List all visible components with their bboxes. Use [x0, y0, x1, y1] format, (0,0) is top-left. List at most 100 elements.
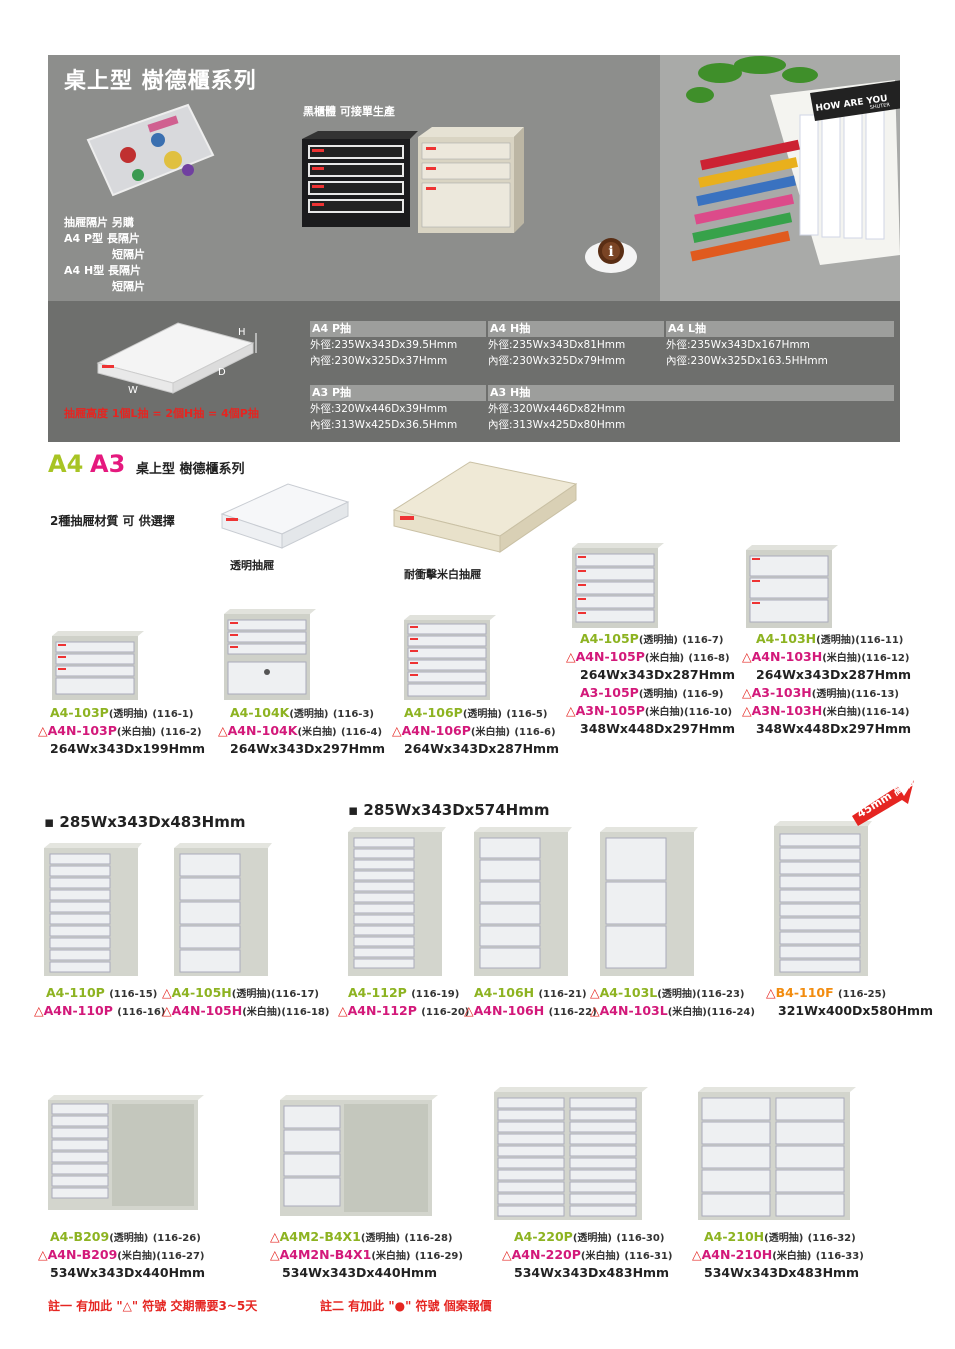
spec-outer: 外徑:320Wx446Dx39Hmm [310, 403, 448, 415]
product-block-a4-106p: A4-106P(透明抽) (116-5) [404, 705, 548, 720]
product-name: A4-112P [348, 985, 407, 1000]
product-name: A4N-110P [43, 1003, 113, 1018]
product-block-a4-112p: A4-112P (116-19) [348, 985, 460, 1000]
product-block-a4-103l: △A4-103L(透明抽)(116-23) [590, 985, 745, 1000]
spec-head: A4 H抽 [488, 321, 664, 337]
product-name: A4M2N-B4X1 [279, 1247, 372, 1262]
product-block-a4-103p: A4-103P(透明抽) (116-1) [50, 705, 194, 720]
product-name: A4-104K [230, 705, 290, 720]
spec-col-a4l: A4 L抽 外徑:235Wx343Dx167Hmm 內徑:230Wx325Dx1… [666, 321, 894, 369]
product-block-a4-103h: A4-103H(透明抽)(116-11) [756, 631, 904, 646]
cabinet-a4m2-b4x1 [280, 1095, 438, 1216]
cabinet-a4-210h [698, 1087, 856, 1220]
product-block-a4n-105h: △A4N-105H(米白抽)(116-18) [162, 1003, 330, 1018]
product-block-a4-220p: A4-220P(透明抽) (116-30) [514, 1229, 665, 1244]
cabinet-a4-112p [348, 827, 446, 976]
divider-tray-photo [86, 103, 215, 197]
product-name: A4N-106P [401, 723, 471, 738]
product-block-a4n-103p: △A4N-103P(米白抽) (116-2) [38, 723, 202, 738]
product-block-a4n-220p: △A4N-220P(米白抽) (116-31) [502, 1247, 673, 1262]
divider-label-line: A4 P型 長隔片 [64, 232, 140, 245]
product-block-a4n-103h: △A4N-103H(米白抽)(116-12) [742, 649, 910, 664]
product-name: A4-105H [171, 985, 232, 1000]
product-block-a4n-104k: △A4N-104K(米白抽) (116-4) [218, 723, 383, 738]
cabinet-a4-105p [572, 543, 664, 628]
product-dim: 534Wx343Dx483Hmm [704, 1265, 860, 1280]
product-name: A3N-103H [751, 703, 823, 718]
tray-dimension-diagram: H D W [96, 322, 257, 396]
product-name: A4N-103H [751, 649, 823, 664]
product-name: A4M2-B4X1 [279, 1229, 361, 1244]
product-block-a3n-105p: △A3N-105P(米白抽)(116-10) [566, 703, 733, 718]
clear-drawer-label: 透明抽屜 [230, 559, 274, 572]
product-name: A4-106P [404, 705, 463, 720]
spec-col-a4p: A4 P抽 外徑:235Wx343Dx39.5Hmm 內徑:230Wx325Dx… [310, 321, 486, 369]
product-dim: 264Wx343Dx199Hmm [50, 741, 206, 756]
divider-label-block: 抽屜隔片 另購 A4 P型 長隔片 短隔片 A4 H型 長隔片 短隔片 [64, 215, 145, 295]
material-note: 2種抽屜材質 可 供選擇 [50, 514, 175, 528]
product-dim: 348Wx448Dx297Hmm [580, 721, 736, 736]
product-name: A4-B209 [50, 1229, 110, 1244]
product-dim: 264Wx343Dx287Hmm [580, 667, 736, 682]
spec-outer: 外徑:235Wx343Dx39.5Hmm [310, 339, 458, 351]
product-name: A4-103H [756, 631, 817, 646]
cabinet-a4-110p [44, 843, 142, 976]
beige-cabinet-image [418, 127, 524, 233]
spec-inner: 內徑:313Wx425Dx36.5Hmm [310, 419, 458, 431]
product-block-a4-110p: A4-110P (116-15) [46, 985, 158, 1000]
spec-head: A4 P抽 [310, 321, 486, 337]
product-dim: 264Wx343Dx297Hmm [230, 741, 386, 756]
cabinet-a4-103h [746, 545, 838, 628]
product-name: A4N-220P [511, 1247, 581, 1262]
diagram-label-d: D [218, 367, 226, 378]
cabinet-a4-105h [174, 843, 272, 976]
product-block-a3-105p: A3-105P(透明抽) (116-9) [580, 685, 724, 700]
product-name: A4-103P [50, 705, 109, 720]
product-name: A3-103H [751, 685, 812, 700]
product-name: A4N-103P [47, 723, 117, 738]
product-name: A4-103L [599, 985, 658, 1000]
cabinet-a4-b209 [48, 1095, 204, 1210]
spec-inner: 內徑:230Wx325Dx79Hmm [488, 355, 626, 367]
footnote-triangle: 註一 有加此 "△" 符號 交期需要3~5天 [48, 1299, 258, 1313]
product-name: A3N-105P [575, 703, 645, 718]
cabinet-a4-106p [404, 615, 496, 700]
black-cabinet-note: 黑櫃體 可接單生產 [303, 105, 395, 118]
spec-inner: 內徑:230Wx325Dx37Hmm [310, 355, 448, 367]
product-block-a4-105h: △A4-105H(透明抽)(116-17) [162, 985, 319, 1000]
product-name: A3-105P [580, 685, 639, 700]
product-name: A4-106H [474, 985, 535, 1000]
product-dim: 534Wx343Dx440Hmm [282, 1265, 438, 1280]
product-block-a4n-110p: △A4N-110P (116-16) [34, 1003, 166, 1018]
section-title-a4: A4 [48, 450, 84, 478]
spec-outer: 外徑:235Wx343Dx167Hmm [666, 339, 810, 351]
product-dim: 264Wx343Dx287Hmm [756, 667, 912, 682]
product-block-a4n-106h: △A4N-106H (116-22) [464, 1003, 597, 1018]
product-block-a4-105p: A4-105P(透明抽) (116-7) [580, 631, 724, 646]
product-block-a4n-112p: △A4N-112P (116-20) [338, 1003, 470, 1018]
product-block-a4m2n-b4x1: △A4M2N-B4X1(米白抽) (116-29) [270, 1247, 463, 1262]
spec-head: A3 H抽 [488, 385, 894, 401]
divider-label-line: 短隔片 [112, 248, 145, 261]
divider-label-line: 抽屜隔片 另購 [64, 216, 134, 229]
product-dim: 321Wx400Dx580Hmm [778, 1003, 934, 1018]
info-icon: i [585, 238, 637, 273]
divider-label-line: A4 H型 長隔片 [64, 264, 142, 277]
product-block-a4n-b209: △A4N-B209(米白抽)(116-27) [38, 1247, 205, 1262]
cabinet-a4-103p [52, 631, 144, 700]
45mm-drawer-badge: 45mm 高抽 [852, 776, 916, 826]
cabinet-b4-110f [774, 821, 872, 976]
svg-text:i: i [608, 244, 613, 260]
product-block-a4-106h: A4-106H (116-21) [474, 985, 587, 1000]
product-block-a4-104k: A4-104K(透明抽) (116-3) [230, 705, 374, 720]
spec-inner: 內徑:313Wx425Dx80Hmm [488, 419, 626, 431]
black-cabinet-image [302, 131, 418, 227]
plant-and-cabinet-photo: HOW ARE YOU SHUTER [660, 55, 900, 301]
clear-drawer-image [220, 483, 350, 549]
product-block-a4-b209: A4-B209(透明抽) (116-26) [50, 1229, 201, 1244]
diagram-label-w: W [128, 385, 138, 396]
divider-label-line: 短隔片 [112, 280, 145, 293]
svg-text:SHUTER: SHUTER [869, 102, 890, 111]
product-dim: 534Wx343Dx483Hmm [514, 1265, 670, 1280]
product-block-b4-110f: △B4-110F (116-25) [766, 985, 887, 1000]
